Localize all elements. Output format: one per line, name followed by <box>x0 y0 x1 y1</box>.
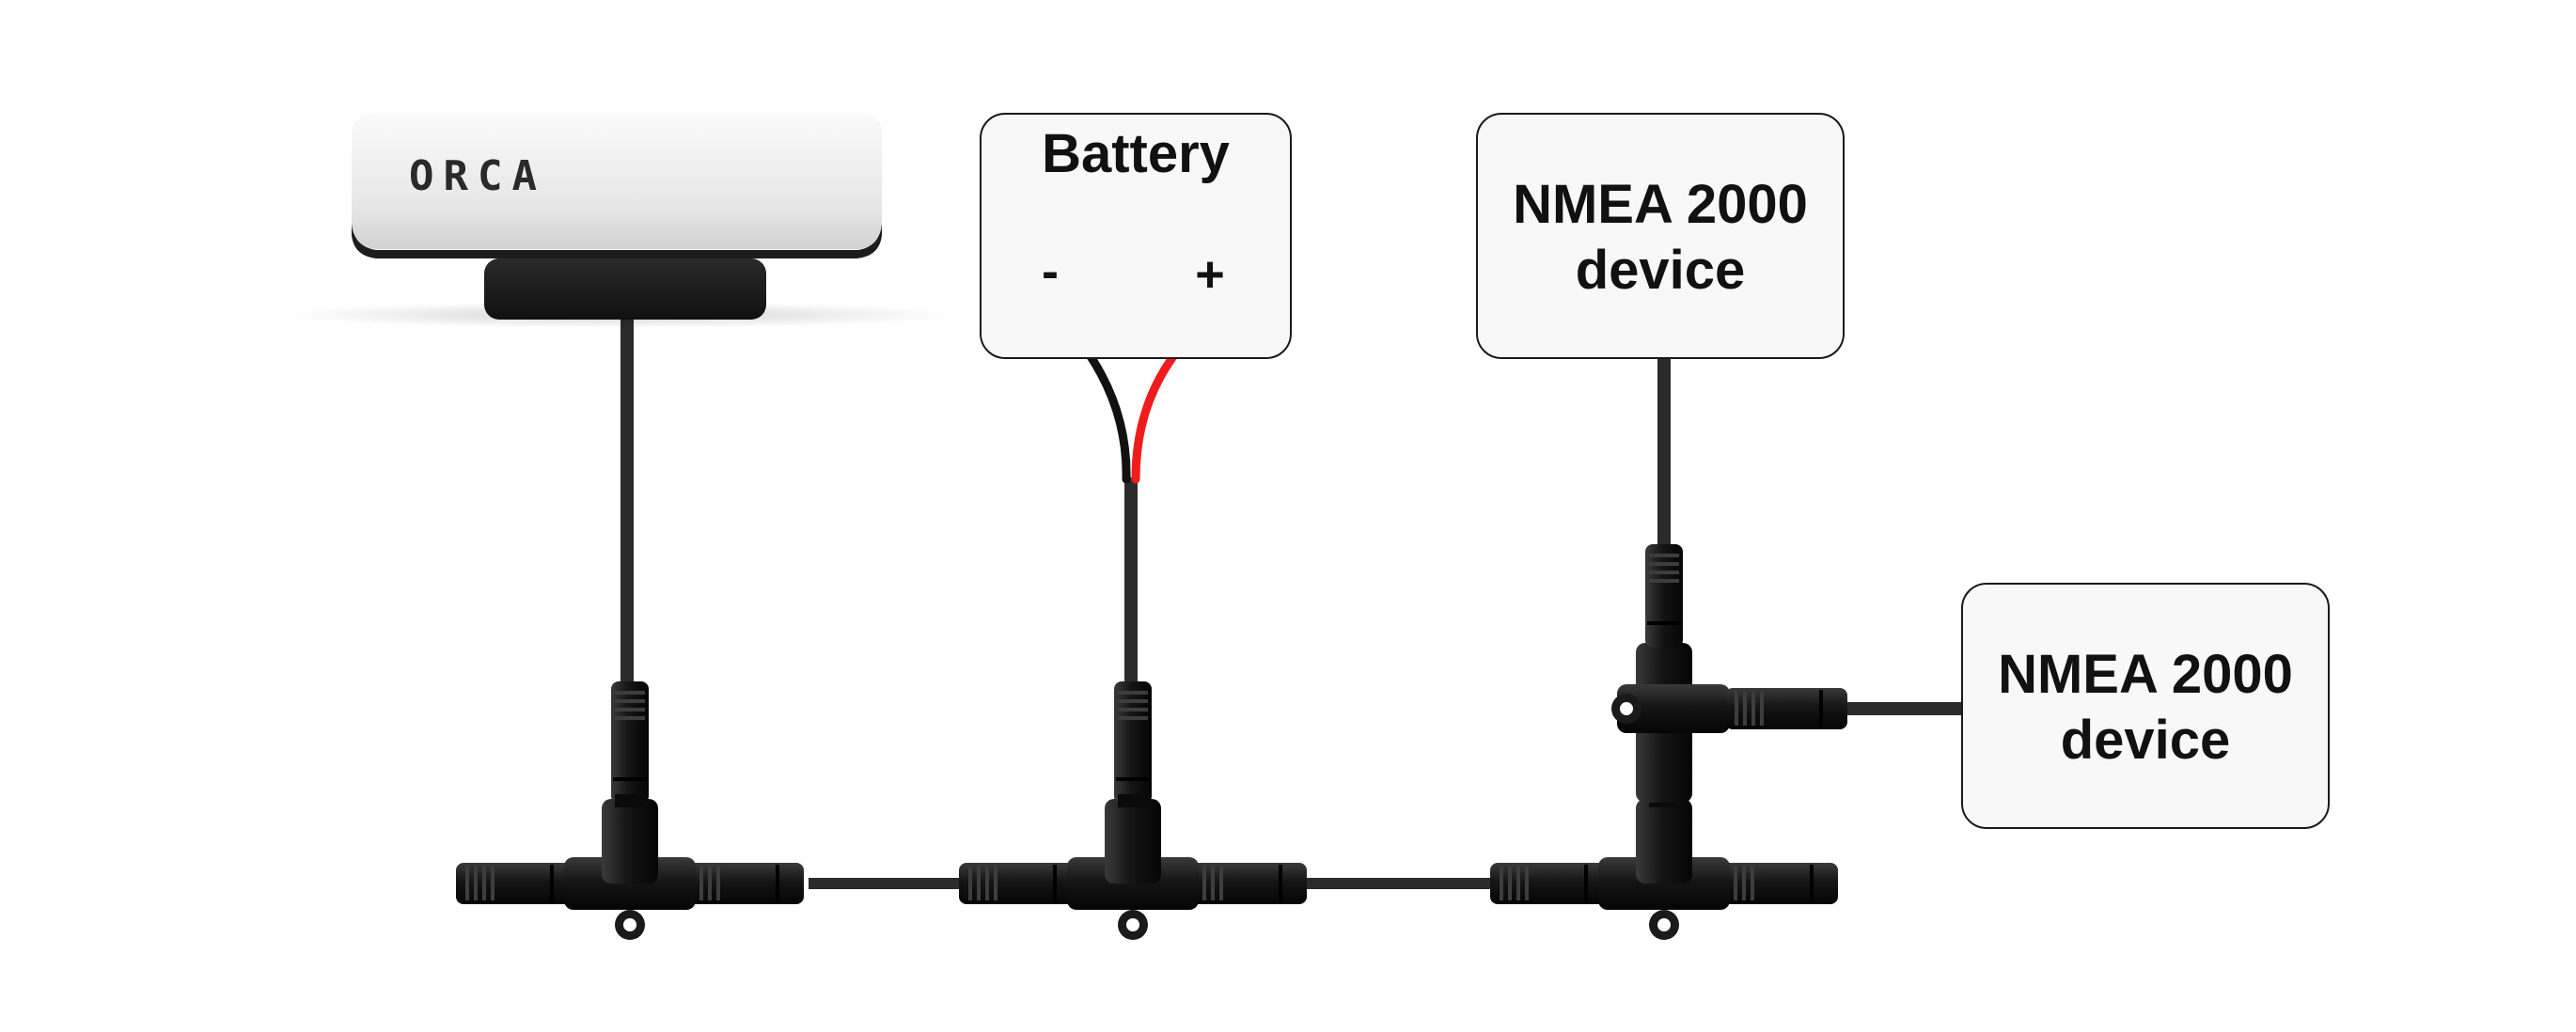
device-rim <box>352 224 882 258</box>
battery-box: Battery - + <box>980 113 1292 359</box>
backbone-cable <box>809 878 1504 889</box>
nmea-device-top-line1: NMEA 2000 <box>1513 174 1808 235</box>
nmea-device-top-line2: device <box>1576 240 1746 301</box>
drop-cable-nmea-top <box>1657 357 1671 545</box>
nmea-device-right-box: NMEA 2000 device <box>1961 583 2330 829</box>
device-brand-label: ORCA <box>409 152 546 200</box>
tee-connector-device <box>456 681 804 940</box>
device-dome <box>352 113 882 249</box>
nmea-device-right-line1: NMEA 2000 <box>1998 644 2293 705</box>
tee-connector-battery <box>959 681 1307 940</box>
drop-cable-device <box>620 320 634 696</box>
battery-title: Battery <box>1042 123 1230 184</box>
tee-connector-branch <box>1611 544 1847 803</box>
drop-cable-battery <box>1124 477 1138 696</box>
orca-device: ORCA <box>282 113 959 328</box>
nmea-device-right-line2: device <box>2061 710 2231 771</box>
connectors <box>456 544 1847 940</box>
nmea-device-top-box: NMEA 2000 device <box>1476 113 1845 359</box>
device-mount-base <box>484 258 766 320</box>
battery-positive-terminal: + <box>1195 246 1225 303</box>
drop-cable-nmea-right <box>1843 702 1965 715</box>
battery-negative-terminal: - <box>1042 243 1059 300</box>
